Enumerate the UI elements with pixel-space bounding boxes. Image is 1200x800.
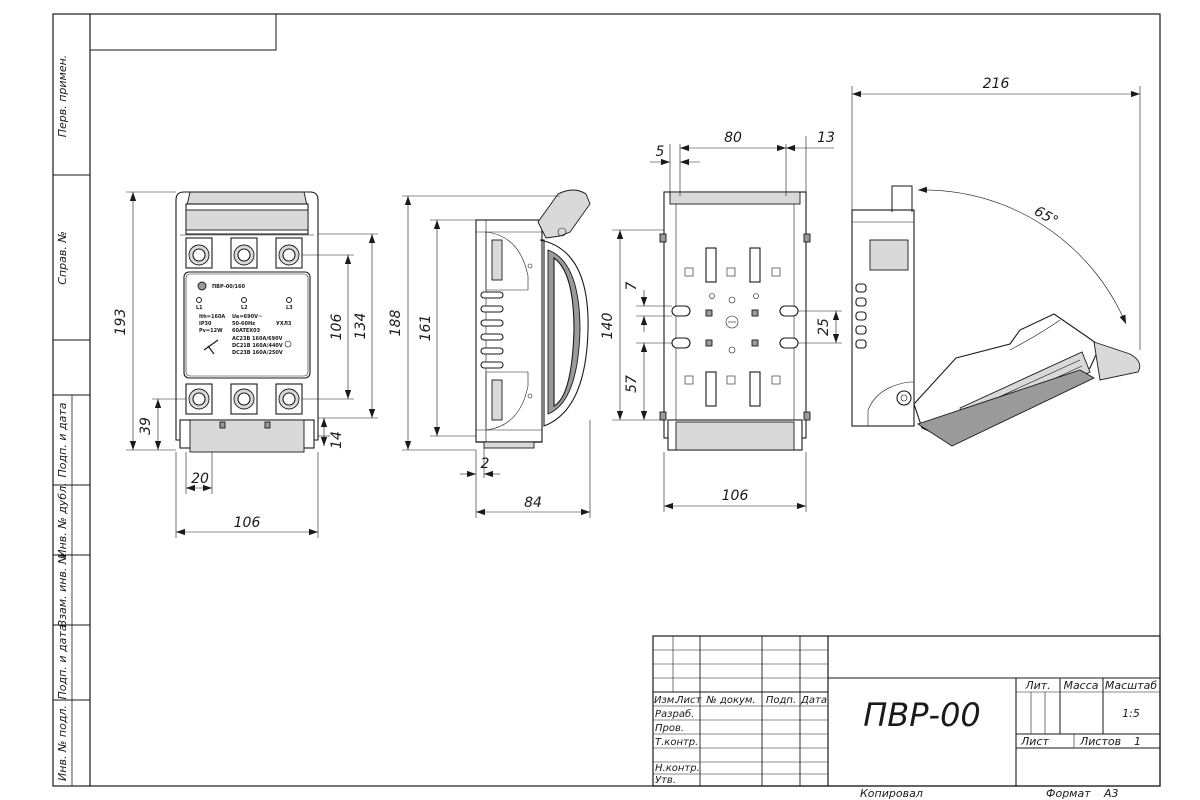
plate-model: ПВР-00/160 <box>212 284 245 290</box>
dim-13: 13 <box>817 130 835 146</box>
dim-57: 57 <box>624 375 640 393</box>
side-label-sprav: Справ. № <box>56 231 69 285</box>
plate-phase-l3: L3 <box>286 305 293 311</box>
side-label-podp-data-2: Подп. и дата <box>56 624 69 699</box>
plate-spec-left-2: IP30 <box>199 321 212 327</box>
rear-view <box>659 191 811 451</box>
tb-dokum: № докум. <box>705 695 755 706</box>
tb-izm: Изм. <box>654 695 678 706</box>
side-label-vzam-inv: Взам. инв. № <box>56 553 69 628</box>
dim-2: 2 <box>481 456 490 472</box>
dim-188: 188 <box>388 310 404 337</box>
tb-massa: Масса <box>1063 679 1098 692</box>
dim-39: 39 <box>138 417 154 435</box>
open-view <box>851 185 1141 447</box>
dim-216: 216 <box>983 76 1010 92</box>
side-dimensions: 188 161 2 84 <box>388 195 591 518</box>
sheet-frame <box>52 13 1161 787</box>
tb-list-header: Лист <box>675 695 703 706</box>
tb-role-utv: Утв. <box>655 775 676 786</box>
tb-scale-value: 1:5 <box>1122 707 1140 720</box>
rear-dimensions: 5 80 13 140 7 57 25 106 <box>600 130 842 512</box>
tb-listov-value: 1 <box>1134 735 1141 748</box>
dim-14: 14 <box>329 431 345 449</box>
tb-role-prov: Пров. <box>655 723 684 734</box>
plate-spec-bottom-1: AC23B 160A/690V <box>232 336 283 342</box>
plate-spec-bottom-2: DC21B 160A/440V <box>232 343 283 349</box>
side-label-perv-primen: Перв. примен. <box>56 55 69 138</box>
tb-role-razrab: Разраб. <box>655 708 694 720</box>
dim-106-rear: 106 <box>722 488 749 504</box>
dim-80: 80 <box>724 130 742 146</box>
dim-20: 20 <box>191 471 209 487</box>
dim-106-vertical: 106 <box>329 314 345 341</box>
dim-193: 193 <box>113 309 129 336</box>
dim-25: 25 <box>816 318 832 336</box>
front-dimensions: 193 39 20 106 106 134 14 <box>113 191 378 538</box>
plate-spec-left-1: Ith=160A <box>199 314 225 320</box>
tb-masshtab: Масштаб <box>1105 679 1157 692</box>
plate-spec-mid-3: 60ATEX03 <box>232 328 261 334</box>
tb-list: Лист <box>1020 735 1049 748</box>
dim-angle-65: 65° <box>1031 203 1061 229</box>
dim-84: 84 <box>524 495 542 511</box>
format-value: А3 <box>1103 787 1119 800</box>
front-view: ПВР-00/160 L1 L2 L3 Ith=160A IP30 Pv=12W… <box>175 191 319 453</box>
tb-podp: Подп. <box>766 695 796 706</box>
plate-spec-mid-2: 50-60Hz <box>232 321 255 327</box>
side-label-inv-podl: Инв. № подл. <box>56 705 69 781</box>
bottom-captions: Копировал Формат А3 <box>860 787 1119 800</box>
side-view <box>475 189 591 449</box>
format-label: Формат <box>1046 787 1091 800</box>
dim-5: 5 <box>656 144 665 160</box>
plate-phase-l1: L1 <box>196 305 203 311</box>
side-label-inv-dubl: Инв. № дубл. <box>56 482 69 557</box>
drawing-title: ПВР-00 <box>863 696 981 734</box>
tb-data: Дата <box>800 695 827 706</box>
tb-lit: Лит. <box>1024 679 1050 692</box>
side-label-podp-data-1: Подп. и дата <box>56 402 69 477</box>
dim-140: 140 <box>600 313 616 340</box>
dim-134: 134 <box>353 313 369 340</box>
plate-spec-bottom-3: DC23B 160A/250V <box>232 350 283 356</box>
title-block: Изм. Лист № докум. Подп. Дата Разраб. Пр… <box>652 635 1161 787</box>
plate-spec-left-3: Pv=12W <box>199 328 223 334</box>
dim-106-width: 106 <box>234 515 261 531</box>
side-labels: Перв. примен. Справ. № Подп. и дата Инв.… <box>56 55 69 781</box>
plate-phase-l2: L2 <box>241 305 248 311</box>
dim-7: 7 <box>624 281 640 290</box>
tb-role-tkontr: Т.контр. <box>655 737 698 748</box>
tb-role-nkontr: Н.контр. <box>655 763 700 774</box>
tb-listov: Листов <box>1079 735 1121 748</box>
plate-spec-right: УХЛ3 <box>276 321 292 327</box>
kopiroval-label: Копировал <box>860 787 923 800</box>
plate-spec-mid-1: Ue=690V~ <box>232 314 262 320</box>
dim-161: 161 <box>418 315 434 342</box>
